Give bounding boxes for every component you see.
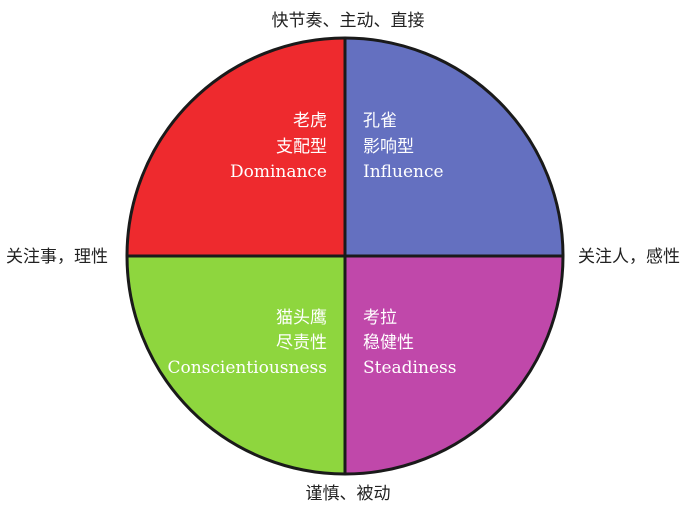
axis-label-top: 快节奏、主动、直接 [272,11,425,31]
steadiness-type: 稳健性 [363,333,414,353]
quadrant-conscientiousness [127,256,345,474]
axis-label-right: 关注人，感性 [578,247,680,267]
dominance-type: 支配型 [276,137,327,157]
steadiness-animal: 考拉 [363,308,397,328]
dominance-english: Dominance [230,162,327,182]
quadrant-influence [345,38,563,256]
influence-animal: 孔雀 [363,111,397,131]
steadiness-english: Steadiness [363,358,456,378]
conscientiousness-english: Conscientiousness [167,358,327,378]
dominance-animal: 老虎 [293,111,327,131]
axis-label-left: 关注事，理性 [6,247,108,267]
influence-english: Influence [363,162,444,182]
conscientiousness-animal: 猫头鹰 [276,308,327,328]
quadrant-dominance [127,38,345,256]
influence-type: 影响型 [363,137,414,157]
quadrant-steadiness [345,256,563,474]
conscientiousness-type: 尽责性 [276,333,327,353]
axis-label-bottom: 谨慎、被动 [306,484,391,504]
